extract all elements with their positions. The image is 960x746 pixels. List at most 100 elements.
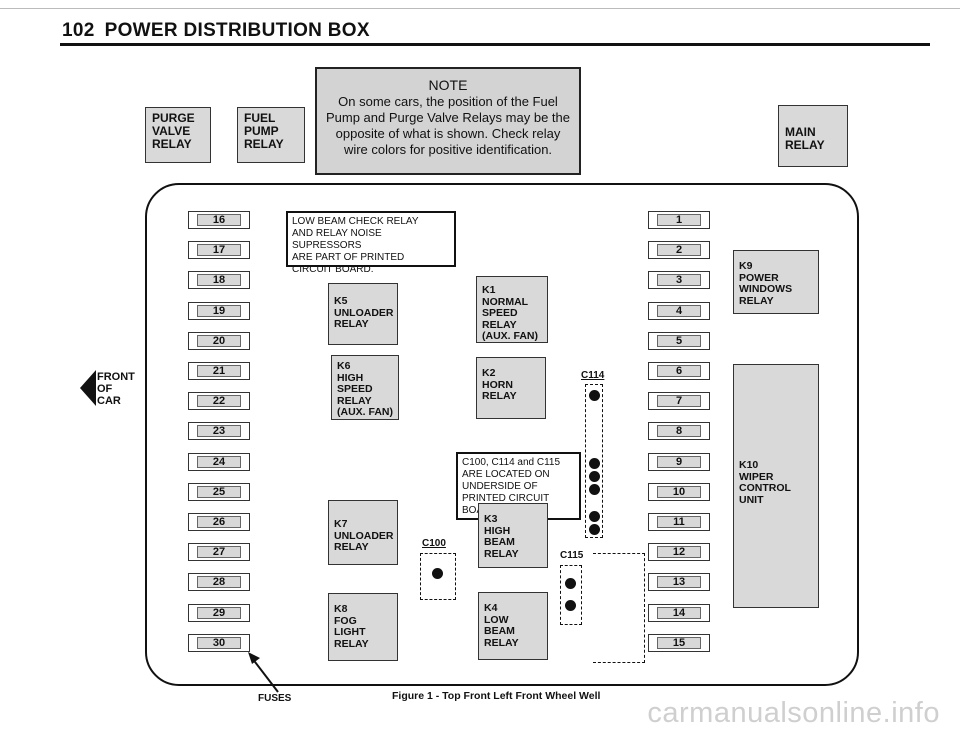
fuse-number: 23: [197, 425, 241, 438]
relay-k8: K8 FOG LIGHT RELAY: [328, 593, 398, 661]
fuse-15: 15: [648, 633, 710, 652]
fuse-13: 13: [648, 573, 710, 592]
relay-k9: K9 POWER WINDOWS RELAY: [733, 250, 819, 314]
fuse-2: 2: [648, 241, 710, 260]
relay-k4: K4 LOW BEAM RELAY: [478, 592, 548, 660]
fuse-number: 20: [197, 334, 241, 347]
fuse-21: 21: [188, 362, 250, 380]
fuse-28: 28: [188, 573, 250, 592]
fuse-number: 14: [657, 606, 701, 619]
fuse-5: 5: [648, 331, 710, 350]
fuse-number: 19: [197, 304, 241, 317]
fuse-1: 1: [648, 211, 710, 229]
fuses-pointer-arrow-icon: [248, 652, 279, 693]
fuse-number: 21: [197, 365, 241, 377]
connector-pin: [589, 524, 600, 535]
fuse-24: 24: [188, 452, 250, 471]
fuse-10: 10: [648, 482, 710, 501]
connector-c100: [420, 553, 456, 600]
relay-k5: K5 UNLOADER RELAY: [328, 283, 398, 345]
fuse-8: 8: [648, 422, 710, 441]
fuse-16: 16: [188, 211, 250, 229]
fuse-number: 3: [657, 274, 701, 287]
fuse-20: 20: [188, 331, 250, 350]
figure-caption: Figure 1 - Top Front Left Front Wheel We…: [392, 690, 601, 702]
connector-c115-region: [593, 553, 645, 663]
fuse-number: 24: [197, 455, 241, 468]
front-arrow-icon: [80, 370, 96, 406]
relay-k1: K1 NORMAL SPEED RELAY (AUX. FAN): [476, 276, 548, 343]
fuse-14: 14: [648, 603, 710, 622]
fuse-number: 11: [657, 516, 701, 528]
fuse-27: 27: [188, 543, 250, 562]
fuse-number: 12: [657, 546, 701, 559]
connector-c114-label: C114: [581, 370, 605, 381]
fuse-number: 6: [657, 365, 701, 377]
fuse-9: 9: [648, 452, 710, 471]
fuse-number: 5: [657, 334, 701, 347]
fuel-pump-relay: FUEL PUMP RELAY: [237, 107, 305, 163]
connector-pin: [432, 568, 443, 579]
relay-k7: K7 UNLOADER RELAY: [328, 500, 398, 565]
fuse-23: 23: [188, 422, 250, 441]
fuse-number: 4: [657, 304, 701, 317]
fuse-number: 28: [197, 576, 241, 589]
note-body: On some cars, the position of the Fuel P…: [325, 94, 570, 157]
wiper-control-unit-k10: K10 WIPER CONTROL UNIT: [733, 364, 819, 608]
fuse-number: 7: [657, 395, 701, 408]
fuse-12: 12: [648, 543, 710, 562]
fuse-26: 26: [188, 513, 250, 531]
fuse-number: 8: [657, 425, 701, 438]
low-beam-note: LOW BEAM CHECK RELAY AND RELAY NOISE SUP…: [286, 211, 456, 275]
connector-pin: [565, 600, 576, 611]
fuse-number: 9: [657, 455, 701, 468]
relay-k3: K3 HIGH BEAM RELAY: [478, 503, 548, 568]
fuse-number: 25: [197, 485, 241, 498]
purge-valve-relay: PURGE VALVE RELAY: [145, 107, 211, 163]
fuse-number: 13: [657, 576, 701, 589]
fuse-number: 26: [197, 516, 241, 528]
fuse-30: 30: [188, 633, 250, 652]
fuse-29: 29: [188, 603, 250, 622]
fuse-4: 4: [648, 301, 710, 320]
connector-c100-label: C100: [422, 538, 446, 549]
page-title: 102 POWER DISTRIBUTION BOX: [62, 20, 380, 42]
fuse-number: 27: [197, 546, 241, 559]
fuse-number: 29: [197, 606, 241, 619]
section-title: POWER DISTRIBUTION BOX: [104, 20, 370, 41]
fuse-7: 7: [648, 392, 710, 411]
connector-pin: [589, 471, 600, 482]
fuse-number: 16: [197, 214, 241, 226]
front-of-car-label: FRONT OF CAR: [97, 371, 135, 407]
fuse-11: 11: [648, 513, 710, 531]
main-relay: MAIN RELAY: [778, 105, 848, 167]
note-box: NOTE On some cars, the position of the F…: [315, 67, 581, 175]
fuse-number: 10: [657, 485, 701, 498]
fuse-number: 30: [197, 636, 241, 649]
connector-c115-label: C115: [560, 550, 584, 561]
connector-pin: [589, 484, 600, 495]
fuse-number: 1: [657, 214, 701, 226]
watermark: carmanualsonline.info: [647, 697, 940, 729]
fuse-19: 19: [188, 301, 250, 320]
fuse-17: 17: [188, 241, 250, 260]
fuse-22: 22: [188, 392, 250, 411]
fuse-number: 22: [197, 395, 241, 408]
fuse-number: 2: [657, 244, 701, 257]
fuses-label: FUSES: [258, 693, 292, 704]
connector-c114: [585, 384, 603, 538]
distribution-box-outline: [145, 183, 859, 686]
connector-c115: [560, 565, 582, 625]
fuse-number: 17: [197, 244, 241, 257]
connector-pin: [589, 511, 600, 522]
fuse-6: 6: [648, 362, 710, 380]
fuse-3: 3: [648, 271, 710, 290]
page-number: 102: [62, 20, 95, 41]
relay-k2: K2 HORN RELAY: [476, 357, 546, 419]
connector-pin: [589, 458, 600, 469]
fuse-number: 18: [197, 274, 241, 287]
top-border-line: [0, 8, 960, 9]
connector-pin: [589, 390, 600, 401]
note-title: NOTE: [428, 77, 468, 93]
fuse-number: 15: [657, 636, 701, 649]
